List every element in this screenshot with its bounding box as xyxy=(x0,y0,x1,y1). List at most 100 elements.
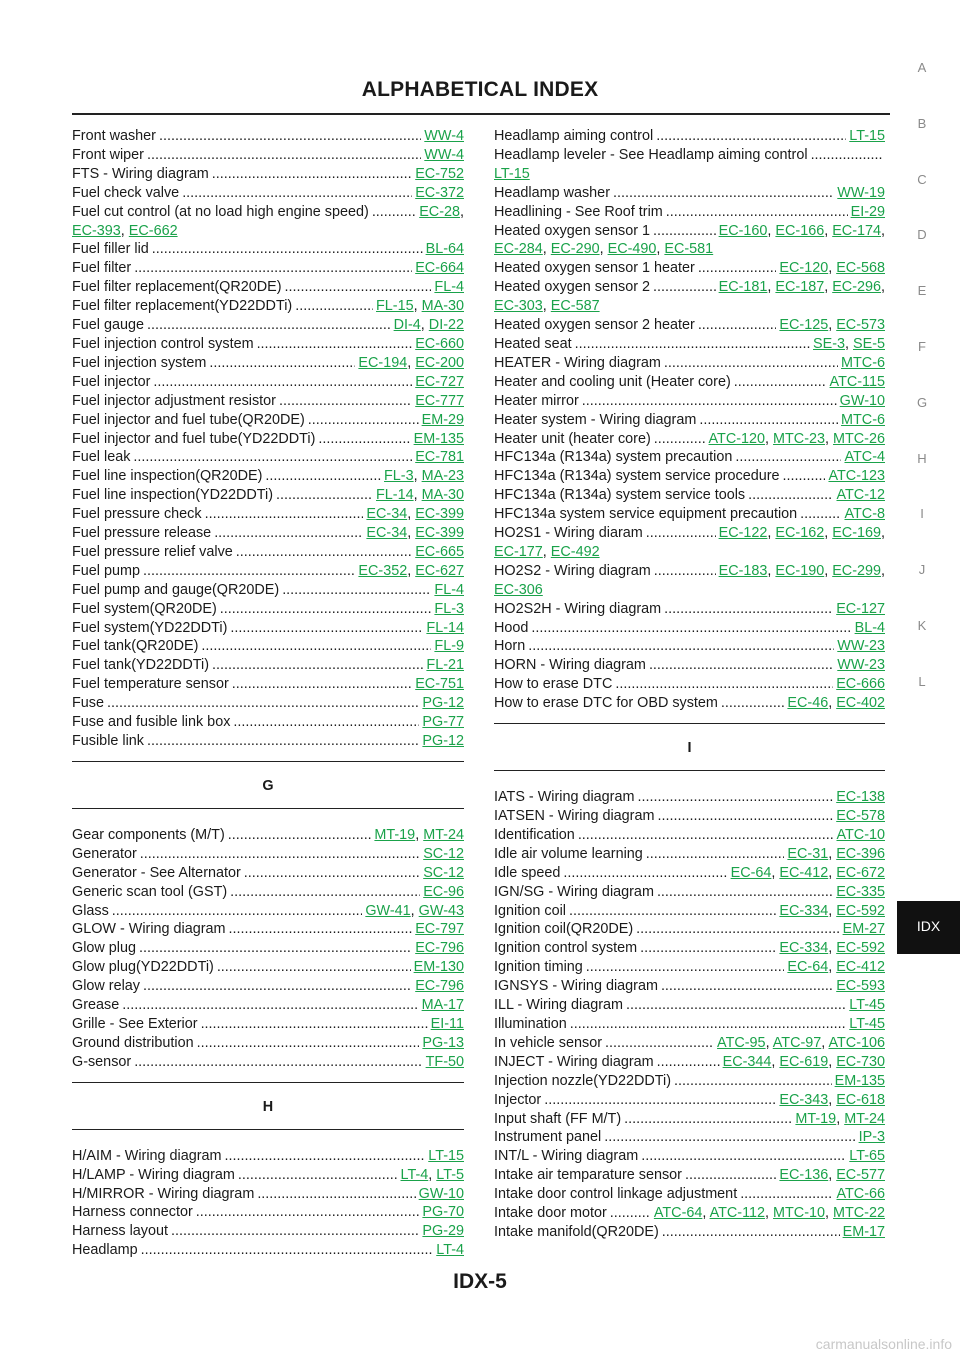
page-ref-link[interactable]: TF-50 xyxy=(425,1053,464,1070)
page-ref-link[interactable]: EC-393 xyxy=(72,222,121,239)
page-ref-link[interactable]: EI-11 xyxy=(430,1015,464,1032)
page-ref-link[interactable]: EM-27 xyxy=(842,921,885,938)
page-ref-link[interactable]: LT-65 xyxy=(849,1148,885,1165)
page-ref-link[interactable]: ATC-112 xyxy=(709,1205,766,1222)
page-ref-link[interactable]: DI-4 xyxy=(393,317,421,334)
section-tab-j[interactable]: J xyxy=(918,562,926,578)
page-ref-link[interactable]: MA-30 xyxy=(421,487,464,504)
page-ref-link[interactable]: EC-136 xyxy=(779,1167,829,1184)
page-ref-link[interactable]: EC-796 xyxy=(415,978,464,995)
page-ref-link[interactable]: FL-3 xyxy=(384,468,414,485)
active-section-tab[interactable]: IDX xyxy=(897,901,960,954)
page-ref-link[interactable]: IP-3 xyxy=(858,1129,885,1146)
page-ref-link[interactable]: MTC-22 xyxy=(833,1205,885,1222)
page-ref-link[interactable]: FL-9 xyxy=(434,638,464,655)
page-ref-link[interactable]: ATC-12 xyxy=(836,487,885,504)
page-ref-link[interactable]: EC-284 xyxy=(494,241,543,258)
section-tab-i[interactable]: I xyxy=(920,506,924,522)
page-ref-link[interactable]: EC-592 xyxy=(836,902,885,919)
page-ref-link[interactable]: EM-135 xyxy=(413,430,464,447)
page-ref-link[interactable]: EC-34 xyxy=(366,506,408,523)
page-ref-link[interactable]: FL-4 xyxy=(434,279,464,296)
page-ref-link[interactable]: FL-15 xyxy=(376,298,414,315)
page-ref-link[interactable]: EC-577 xyxy=(836,1167,885,1184)
page-ref-link[interactable]: BL-64 xyxy=(425,241,464,258)
page-ref-link[interactable]: ATC-10 xyxy=(836,826,885,843)
page-ref-link[interactable]: MA-17 xyxy=(421,997,464,1014)
page-ref-link[interactable]: PG-12 xyxy=(422,695,464,712)
page-ref-link[interactable]: SC-12 xyxy=(423,845,464,862)
page-ref-link[interactable]: MTC-6 xyxy=(841,411,885,428)
page-ref-link[interactable]: EC-727 xyxy=(415,373,464,390)
page-ref-link[interactable]: EC-777 xyxy=(415,392,464,409)
page-ref-link[interactable]: PG-77 xyxy=(422,714,464,731)
page-ref-link[interactable]: EC-627 xyxy=(415,562,464,579)
page-ref-link[interactable]: EC-122 xyxy=(718,525,768,542)
page-ref-link[interactable]: EI-29 xyxy=(850,203,885,220)
page-ref-link[interactable]: EC-169 xyxy=(832,525,881,542)
page-ref-link[interactable]: EC-187 xyxy=(775,279,825,296)
page-ref-link[interactable]: EC-664 xyxy=(415,260,464,277)
page-ref-link[interactable]: EC-568 xyxy=(836,260,885,277)
page-ref-link[interactable]: GW-10 xyxy=(418,1185,464,1202)
page-ref-link[interactable]: EC-34 xyxy=(366,525,408,542)
page-ref-link[interactable]: EC-660 xyxy=(415,335,464,352)
page-ref-link[interactable]: EC-177 xyxy=(494,543,543,560)
page-ref-link[interactable]: EC-64 xyxy=(730,864,772,881)
section-tab-a[interactable]: A xyxy=(917,60,927,75)
page-ref-link[interactable]: EC-402 xyxy=(836,695,885,712)
page-ref-link[interactable]: EC-306 xyxy=(494,581,543,598)
page-ref-link[interactable]: MTC-10 xyxy=(773,1205,826,1222)
page-ref-link[interactable]: EM-130 xyxy=(413,959,464,976)
page-ref-link[interactable]: SC-12 xyxy=(423,864,464,881)
page-ref-link[interactable]: EC-344 xyxy=(722,1053,772,1070)
page-ref-link[interactable]: EC-666 xyxy=(836,676,885,693)
page-ref-link[interactable]: ATC-4 xyxy=(844,449,885,466)
page-ref-link[interactable]: SE-3 xyxy=(813,335,845,352)
page-ref-link[interactable]: GW-10 xyxy=(839,392,885,409)
page-ref-link[interactable]: EC-352 xyxy=(358,562,408,579)
page-ref-link[interactable]: ATC-95 xyxy=(717,1034,766,1051)
page-ref-link[interactable]: EC-399 xyxy=(415,525,464,542)
page-ref-link[interactable]: ATC-120 xyxy=(708,430,766,447)
page-ref-link[interactable]: EC-299 xyxy=(832,562,881,579)
page-ref-link[interactable]: EC-730 xyxy=(836,1053,885,1070)
page-ref-link[interactable]: PG-29 xyxy=(422,1223,464,1240)
page-ref-link[interactable]: LT-15 xyxy=(849,128,885,144)
page-ref-link[interactable]: LT-45 xyxy=(849,1015,885,1032)
section-tab-c[interactable]: C xyxy=(917,171,927,187)
page-ref-link[interactable]: EC-619 xyxy=(779,1053,829,1070)
page-ref-link[interactable]: LT-4 xyxy=(400,1166,429,1183)
page-ref-link[interactable]: WW-19 xyxy=(837,184,885,201)
page-ref-link[interactable]: EC-194 xyxy=(358,354,408,371)
page-ref-link[interactable]: EM-135 xyxy=(834,1072,885,1089)
page-ref-link[interactable]: EC-781 xyxy=(415,449,464,466)
section-tab-d[interactable]: D xyxy=(917,227,927,243)
page-ref-link[interactable]: MT-19 xyxy=(374,826,416,843)
page-ref-link[interactable]: EC-303 xyxy=(494,298,543,315)
section-tab-l[interactable]: L xyxy=(918,673,926,689)
page-ref-link[interactable]: WW-4 xyxy=(424,128,464,144)
page-ref-link[interactable]: MTC-6 xyxy=(841,354,885,371)
page-ref-link[interactable]: MA-30 xyxy=(421,298,464,315)
page-ref-link[interactable]: LT-45 xyxy=(849,997,885,1014)
page-ref-link[interactable]: EC-662 xyxy=(128,222,178,239)
page-ref-link[interactable]: EC-581 xyxy=(664,241,714,258)
page-ref-link[interactable]: EC-672 xyxy=(836,864,885,881)
page-ref-link[interactable]: LT-15 xyxy=(494,165,530,182)
page-ref-link[interactable]: MA-23 xyxy=(421,468,464,485)
page-ref-link[interactable]: EC-296 xyxy=(832,279,881,296)
section-tab-e[interactable]: E xyxy=(917,283,927,299)
page-ref-link[interactable]: EC-181 xyxy=(718,279,768,296)
page-ref-link[interactable]: EC-665 xyxy=(415,543,464,560)
page-ref-link[interactable]: ATC-115 xyxy=(829,373,885,390)
page-ref-link[interactable]: EC-593 xyxy=(836,978,885,995)
page-ref-link[interactable]: BL-4 xyxy=(854,619,885,636)
page-ref-link[interactable]: EC-138 xyxy=(836,789,885,806)
page-ref-link[interactable]: EC-160 xyxy=(718,222,768,239)
page-ref-link[interactable]: EC-31 xyxy=(787,845,829,862)
page-ref-link[interactable]: PG-13 xyxy=(422,1034,464,1051)
page-ref-link[interactable]: LT-15 xyxy=(428,1147,464,1164)
page-ref-link[interactable]: EC-183 xyxy=(718,562,768,579)
page-ref-link[interactable]: EC-174 xyxy=(832,222,881,239)
